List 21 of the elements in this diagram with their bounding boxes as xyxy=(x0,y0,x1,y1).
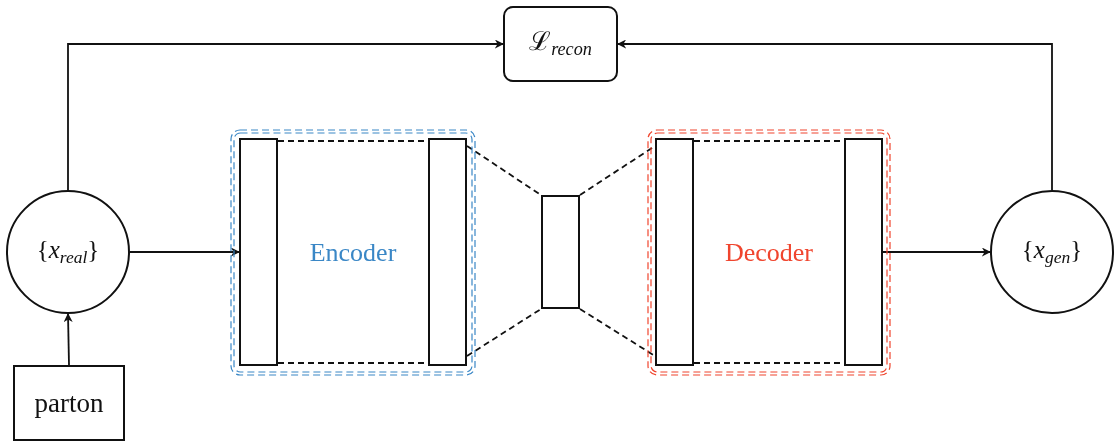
node-label: {x$_{gen}$} xyxy=(1021,237,1083,267)
layer-bar xyxy=(655,138,694,366)
group-label: Encoder xyxy=(309,239,397,266)
arrow xyxy=(617,39,1053,191)
layer-bar xyxy=(239,138,278,366)
group-label: Decoder xyxy=(724,239,814,266)
arrow xyxy=(882,247,991,257)
layer-bar xyxy=(428,138,467,366)
arrow xyxy=(67,39,504,191)
node-label: {x$_{real}$} xyxy=(36,237,100,267)
arrow xyxy=(63,313,73,366)
latent-bar xyxy=(541,195,580,309)
input-box xyxy=(13,365,125,441)
layer-bar xyxy=(844,138,883,366)
loss-box xyxy=(503,6,618,82)
dashed-connector xyxy=(466,145,542,196)
arrow xyxy=(129,247,240,257)
node-label: ℒ$_{recon}$ xyxy=(529,29,592,59)
dashed-connector xyxy=(466,308,542,357)
node-label: parton xyxy=(34,389,104,417)
dashed-connector xyxy=(579,308,656,357)
